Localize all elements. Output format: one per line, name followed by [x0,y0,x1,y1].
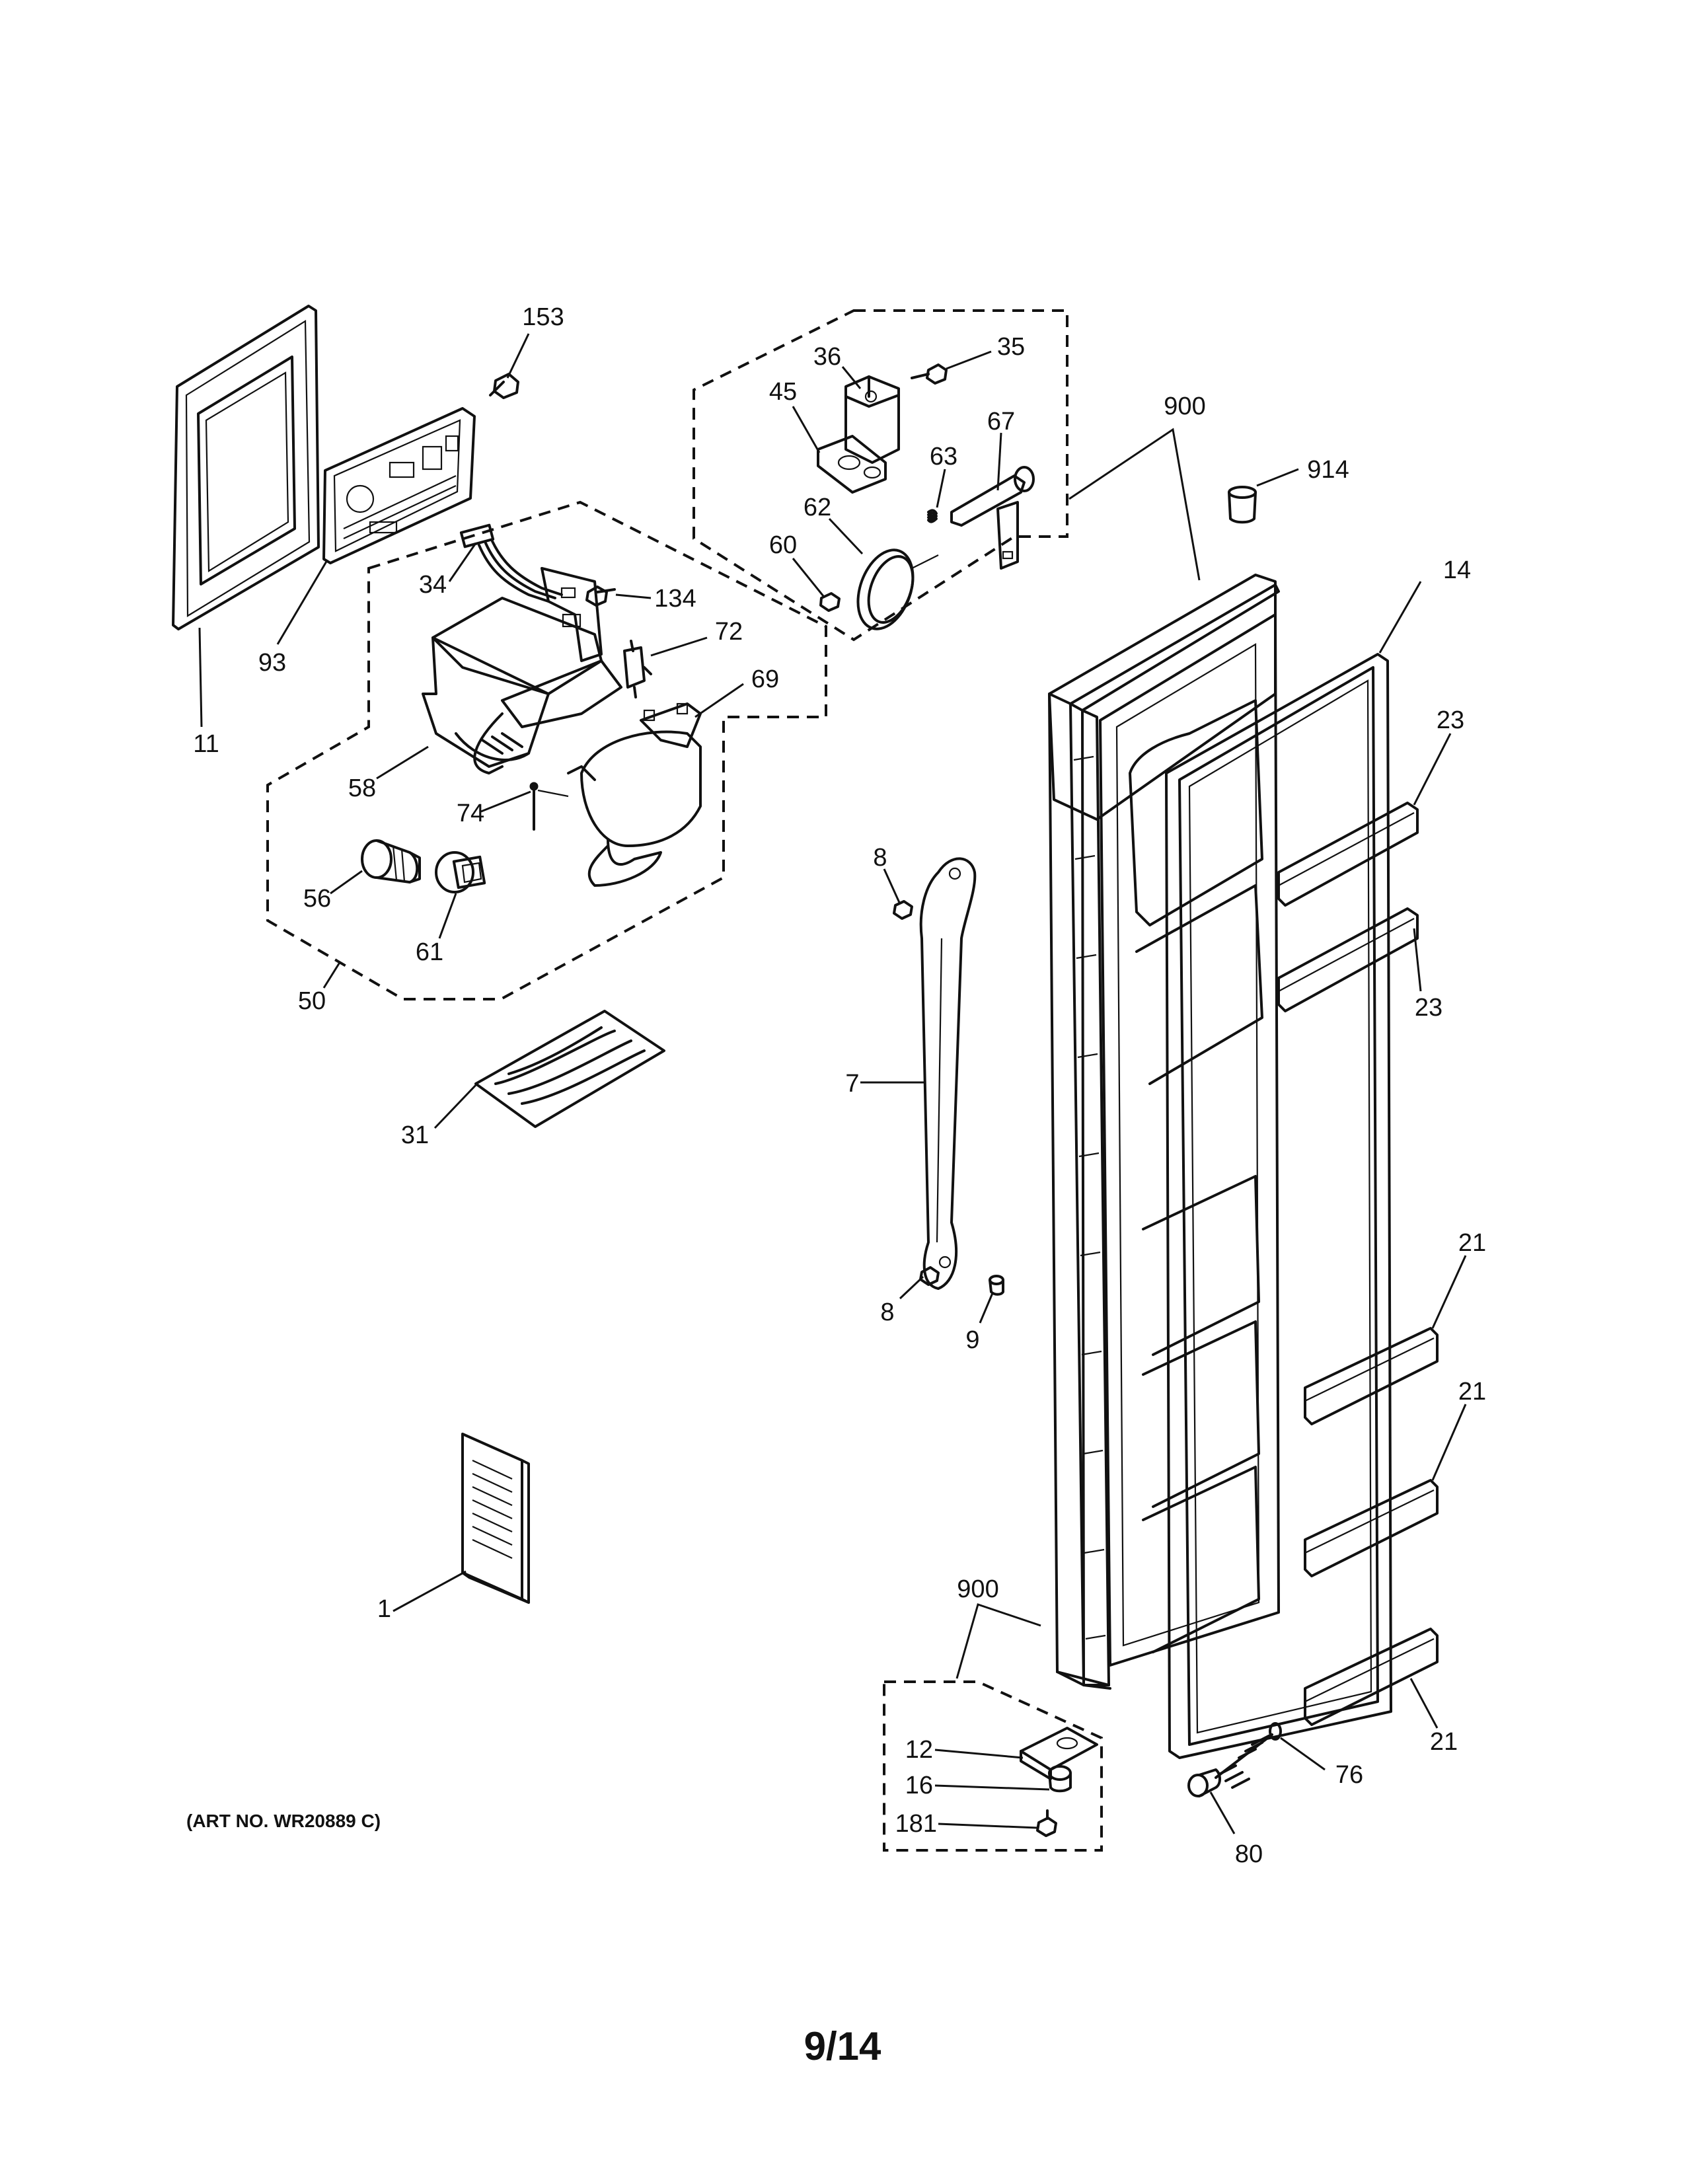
art-number-caption: (ART NO. WR20889 C) [186,1811,381,1831]
label-74: 74 [457,800,484,827]
label-60: 60 [769,531,797,559]
label-21-third: 21 [1430,1728,1458,1756]
part-31-drip-grille [474,1010,665,1128]
part-93-control-board [322,407,476,564]
label-12: 12 [905,1736,933,1764]
part-61-motor-cap [435,851,486,893]
label-50: 50 [298,987,326,1015]
label-9: 9 [965,1326,979,1354]
part-80-cam [1187,1768,1221,1797]
part-74-spring [529,782,569,831]
part-35-screw [911,363,948,385]
label-63: 63 [930,443,957,471]
label-72: 72 [715,618,743,646]
label-76: 76 [1335,1761,1363,1789]
part-134-screw [585,585,616,607]
part-11-dispenser-recess-frame [172,305,320,630]
part-21-bin-3 [1304,1628,1439,1726]
label-21-second: 21 [1458,1378,1486,1406]
part-1-literature-booklet [461,1433,530,1604]
dashed-group-valve-assembly [693,309,1068,642]
label-58: 58 [348,774,376,802]
part-9-plug [989,1275,1004,1296]
part-16-hinge-bushing [1048,1765,1072,1793]
part-60-screw [819,592,841,612]
label-67: 67 [987,408,1015,435]
callout-labels: 153 36 35 45 67 900 914 63 62 60 34 134 … [193,303,1486,1868]
part-7-door-handle [919,857,977,1290]
part-23-shelf-lower [1277,907,1419,1012]
label-153: 153 [522,303,564,331]
part-72-switch [623,640,652,698]
label-8-bottom: 8 [880,1299,894,1326]
leader-lines [198,333,1467,1834]
page-number: 9/14 [804,2024,881,2068]
label-61: 61 [416,938,443,966]
callout-labels-extra: 21 21 23 [1415,994,1486,1756]
label-21-first: 21 [1458,1229,1486,1257]
label-35: 35 [997,333,1025,361]
label-34: 34 [419,571,447,599]
label-80: 80 [1235,1840,1263,1868]
part-12-hinge [1020,1727,1098,1780]
part-21-bin-1 [1304,1327,1439,1425]
label-36: 36 [813,343,841,371]
label-1: 1 [377,1595,391,1623]
part-900-door-assembly [1048,574,1280,1690]
part-914-cap [1228,486,1257,524]
label-31: 31 [401,1121,429,1149]
label-7: 7 [845,1070,859,1098]
part-14-door-gasket [1165,653,1392,1759]
part-21-bin-2 [1304,1479,1439,1577]
label-11: 11 [193,730,219,758]
part-23-shelf-upper [1277,802,1419,907]
label-900-top: 900 [1164,393,1205,420]
dashed-group-50-dispenser-assembly [266,500,827,1000]
label-23-top: 23 [1437,706,1464,734]
part-8-screw-top [893,900,913,920]
label-16: 16 [905,1772,933,1799]
part-181-screw [1036,1809,1057,1837]
part-45-bracket [817,435,887,494]
part-153-screw [489,373,519,399]
label-900-bottom: 900 [957,1575,998,1603]
label-62: 62 [804,494,831,521]
part-56-actuator [361,839,421,884]
label-93: 93 [258,649,286,677]
part-76-spring [1215,1722,1282,1789]
dashed-group-hinge-kit [883,1680,1103,1852]
label-14: 14 [1443,556,1471,584]
part-switch-bracket [541,567,603,662]
part-69-ice-chute [567,702,702,887]
label-56: 56 [303,885,331,913]
label-8-top: 8 [873,844,887,872]
label-23-bottom: 23 [1415,994,1442,1022]
part-58-dispenser-housing [422,597,622,774]
part-67-valve-arm [950,466,1035,570]
label-134: 134 [654,585,696,613]
label-45: 45 [769,378,797,406]
part-34-wire-harness [459,523,563,603]
part-63-spring [927,509,938,523]
label-69: 69 [751,665,779,693]
label-914: 914 [1307,456,1349,484]
part-36-solenoid [844,375,900,464]
part-62-ring [856,548,939,630]
label-181: 181 [895,1810,937,1838]
